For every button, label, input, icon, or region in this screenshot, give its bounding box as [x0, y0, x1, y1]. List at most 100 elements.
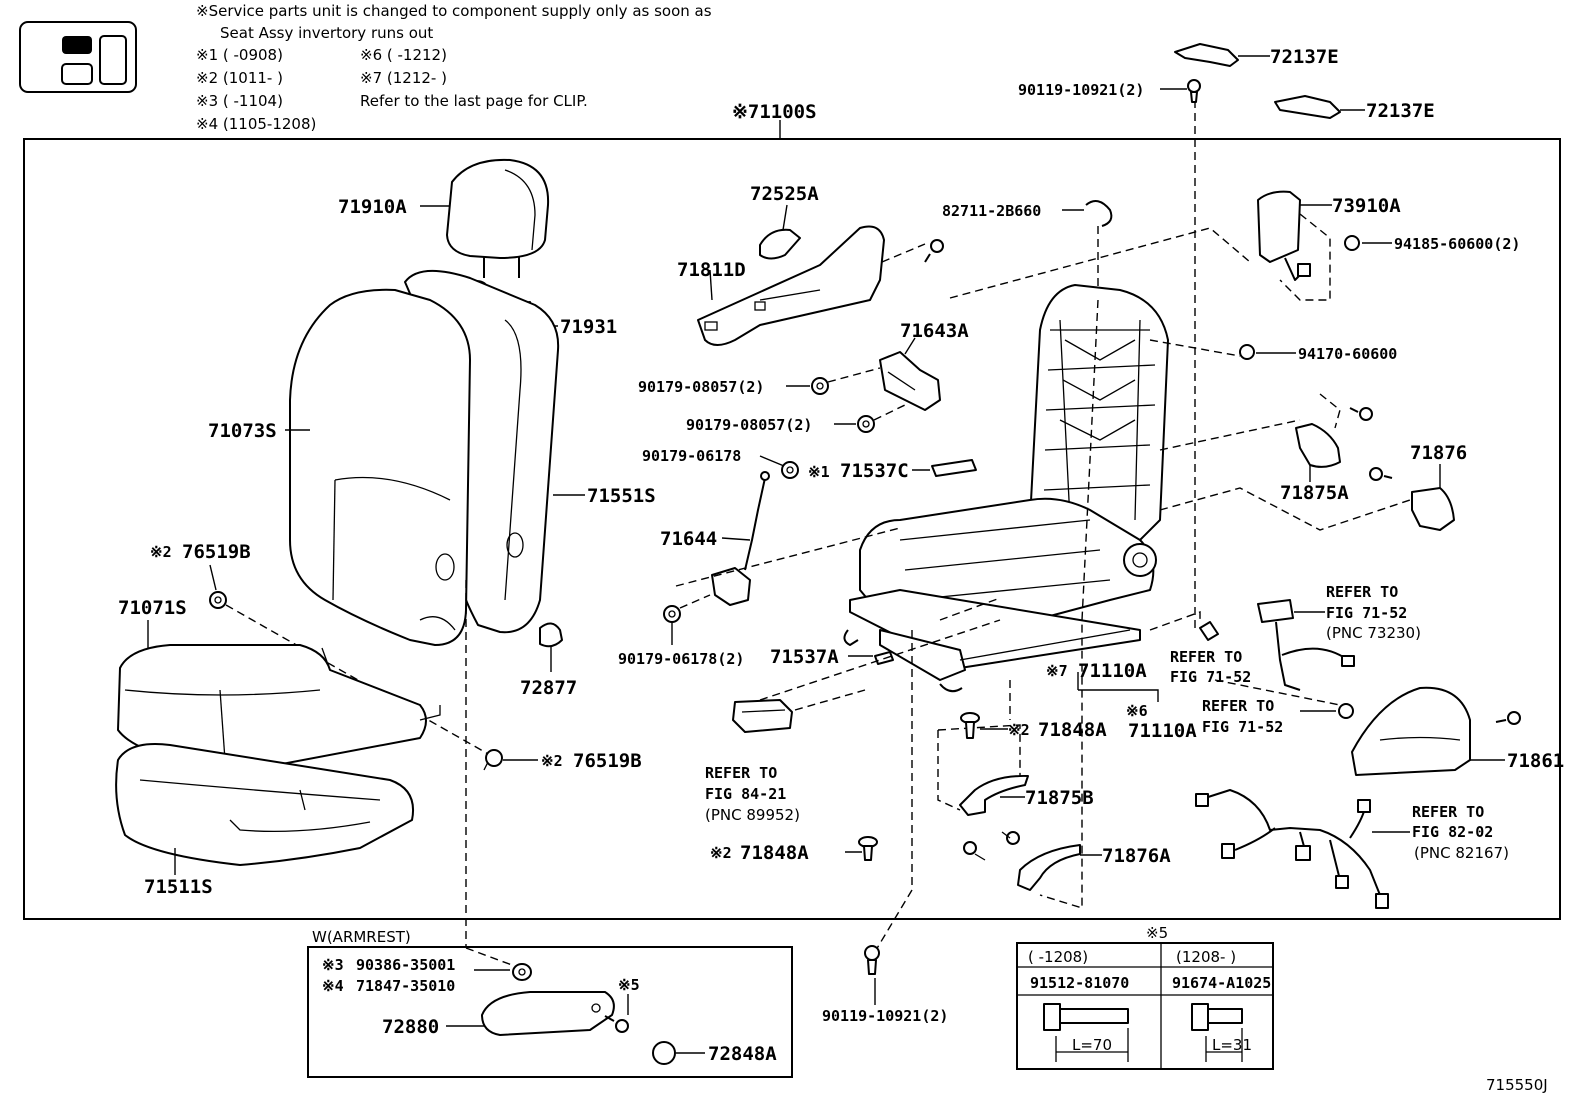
label-71848A-b: 71848A: [740, 842, 809, 864]
label-71643A: 71643A: [900, 320, 969, 342]
recliner-adjuster-part: [879, 351, 941, 411]
label-76519B-top: 76519B: [182, 541, 251, 563]
nut-seatbelt: [1338, 703, 1354, 719]
mark-76519B-bottom: ※2: [541, 752, 563, 770]
screw-shield: [924, 239, 944, 263]
armrest-box: [307, 946, 793, 1078]
seat-position-icon: [19, 21, 137, 93]
seat-frame-assembly: [843, 284, 1169, 693]
assembly-label: ※71100S: [732, 101, 817, 123]
label-71910A: 71910A: [338, 196, 407, 218]
label-73910A: 73910A: [1332, 195, 1401, 217]
headrest-part: [446, 158, 550, 278]
armrest-part-1: 90386-35001: [356, 956, 455, 974]
note-clip-reference: Refer to the last page for CLIP.: [360, 92, 588, 110]
armrest-72880: [481, 991, 615, 1036]
cover-72137E-a: [1174, 43, 1239, 67]
figure-id: 715550J: [1486, 1076, 1548, 1094]
clip-82711: [1085, 200, 1113, 227]
cable-71644: [711, 471, 770, 606]
label-90119-bottom: 90119-10921(2): [822, 1007, 948, 1025]
cover-71861: [1351, 686, 1471, 776]
mark-71537C: ※1: [808, 463, 830, 481]
note-range-6: ※6 ( -1212): [360, 46, 447, 64]
label-90179-06178: 90179-06178: [642, 447, 741, 465]
ref-7152b-line2: FIG 71-52: [1170, 668, 1251, 686]
bolt-l31: [1191, 1003, 1243, 1062]
ref-7152c-line1: REFER TO: [1202, 697, 1274, 715]
ref-8421-line1: REFER TO: [705, 764, 777, 782]
bolt-l70: [1043, 1003, 1129, 1062]
ref-7152a-line1: REFER TO: [1326, 583, 1398, 601]
ref-7152b-line1: REFER TO: [1170, 648, 1242, 666]
hog-ring-bottom: [483, 749, 503, 771]
label-71071S: 71071S: [118, 597, 187, 619]
ref-7152c-line2: FIG 71-52: [1202, 718, 1283, 736]
seat-cushion-pad-part: [115, 743, 414, 866]
note-range-3: ※3 ( -1104): [196, 92, 283, 110]
label-71876A: 71876A: [1102, 845, 1171, 867]
label-72525A: 72525A: [750, 183, 819, 205]
bracket-71875A: [1295, 423, 1341, 468]
bolt-90119-bottom: [864, 945, 880, 975]
label-94185: 94185-60600(2): [1394, 235, 1520, 253]
label-72877: 72877: [520, 677, 577, 699]
cover-72137E-b: [1274, 95, 1341, 119]
assembly-frame: [23, 138, 1561, 920]
seatback-cover-part: [289, 288, 471, 646]
label-71875A: 71875A: [1280, 482, 1349, 504]
armrest-mark-5: ※5: [618, 976, 640, 994]
ref-8202-line3: (PNC 82167): [1414, 844, 1509, 862]
label-71931-b: 71931: [560, 316, 617, 338]
mark-71848A-a: ※2: [1008, 721, 1030, 739]
ref-8421-line2: FIG 84-21: [705, 785, 786, 803]
armrest-part-3: 72880: [382, 1016, 439, 1038]
note-line-2: Seat Assy invertory runs out: [220, 24, 433, 42]
bolt-length-1: L=70: [1072, 1036, 1112, 1054]
mark-76519B-top: ※2: [150, 543, 172, 561]
label-72137E-a: 72137E: [1270, 46, 1339, 68]
bolt-71848A-a: [960, 712, 980, 739]
screw-71861: [1495, 711, 1521, 725]
bracket-71875B: [959, 774, 1029, 816]
recliner-knob-part: [759, 228, 801, 260]
nut-94185: [1344, 235, 1360, 251]
seat-shield-part: [697, 225, 885, 346]
side-airbag-73910A: [1257, 190, 1311, 281]
armrest-mark-1: ※3: [322, 956, 344, 974]
bracket-71876: [1411, 487, 1455, 531]
bolt-table-header-1: ( -1208): [1028, 948, 1088, 966]
label-76519B-bottom: 76519B: [573, 750, 642, 772]
label-71861: 71861: [1507, 750, 1564, 772]
mark-71848A-b: ※2: [710, 844, 732, 862]
label-71551S: 71551S: [587, 485, 656, 507]
cap-72877: [539, 622, 563, 648]
mark-71110A-7: ※7: [1046, 662, 1068, 680]
nut-90179-08057-b: [857, 415, 875, 433]
ref-8202-line1: REFER TO: [1412, 803, 1484, 821]
label-90179-06178-2: 90179-06178(2): [618, 650, 744, 668]
label-72137E-b: 72137E: [1366, 100, 1435, 122]
label-sticker-71537C: [931, 459, 977, 477]
connector-89952: [732, 699, 793, 733]
bolt-table-header-2: (1208- ): [1176, 948, 1236, 966]
bolt-table-title: ※5: [1146, 924, 1168, 942]
note-range-7: ※7 (1212- ): [360, 69, 447, 87]
seatbelt-buckle: [1257, 599, 1355, 691]
label-71848A-a: 71848A: [1038, 719, 1107, 741]
screw-71875A: [1349, 407, 1393, 481]
note-line-1: ※Service parts unit is changed to compon…: [196, 2, 712, 20]
label-90119-top: 90119-10921(2): [1018, 81, 1144, 99]
screw-71875B: [963, 831, 1020, 861]
label-71644: 71644: [660, 528, 717, 550]
label-90179-08057-a: 90179-08057(2): [638, 378, 764, 396]
label-71110A-6: 71110A: [1128, 720, 1197, 742]
armrest-mark-2: ※4: [322, 977, 344, 995]
bolt-table-part-1: 91512-81070: [1030, 974, 1129, 992]
bolt-90119-top: [1187, 79, 1201, 103]
bolt-length-2: L=31: [1212, 1036, 1252, 1054]
label-71110A-7: 71110A: [1078, 660, 1147, 682]
label-71811D: 71811D: [677, 259, 746, 281]
